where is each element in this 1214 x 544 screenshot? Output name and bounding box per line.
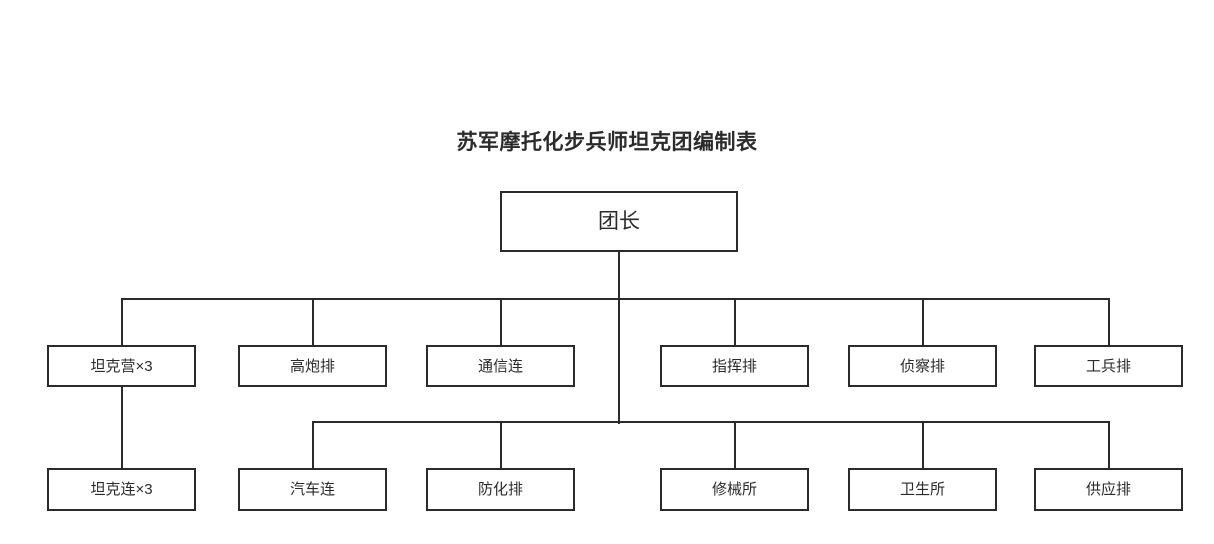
node-supply-platoon[interactable]: 供应排 bbox=[1034, 468, 1183, 511]
node-label-truck-company: 汽车连 bbox=[289, 481, 335, 498]
node-chemical-platoon[interactable]: 防化排 bbox=[426, 468, 575, 511]
node-label-engineer-platoon: 工兵排 bbox=[1085, 357, 1131, 375]
connector-bus-level2 bbox=[312, 421, 1110, 423]
node-label-repair-shop: 修械所 bbox=[711, 481, 757, 498]
connector-drop-recon-pl bbox=[922, 298, 924, 345]
connector-drop-medical bbox=[922, 421, 924, 468]
node-tank-battalion[interactable]: 坦克营×3 bbox=[47, 345, 196, 387]
connector-drop-signal-co bbox=[500, 298, 502, 345]
connector-bus-level1 bbox=[121, 298, 1110, 300]
node-label-chemical-platoon: 防化排 bbox=[477, 481, 523, 498]
page-title: 苏军摩托化步兵师坦克团编制表 bbox=[456, 131, 758, 154]
node-medical-station[interactable]: 卫生所 bbox=[848, 468, 997, 511]
connector-drop-repair bbox=[734, 421, 736, 468]
node-repair-shop[interactable]: 修械所 bbox=[660, 468, 809, 511]
connector-drop-tank-bn bbox=[121, 298, 123, 345]
node-tank-company[interactable]: 坦克连×3 bbox=[47, 468, 196, 511]
connector-drop-supply-pl bbox=[1108, 421, 1110, 468]
connector-drop-hq-pl bbox=[734, 298, 736, 345]
node-label-aa-platoon: 高炮排 bbox=[289, 357, 335, 375]
node-label-recon-platoon: 侦察排 bbox=[899, 357, 945, 375]
node-label-tank-battalion: 坦克营×3 bbox=[90, 357, 153, 375]
node-label-medical-station: 卫生所 bbox=[899, 481, 945, 498]
connector-drop-aa-pl bbox=[312, 298, 314, 345]
node-label-hq-platoon: 指挥排 bbox=[711, 357, 757, 375]
connector-drop-truck-co bbox=[312, 421, 314, 468]
node-label-root: 团长 bbox=[598, 210, 640, 233]
node-signal-company[interactable]: 通信连 bbox=[426, 345, 575, 387]
node-truck-company[interactable]: 汽车连 bbox=[238, 468, 387, 511]
node-label-supply-platoon: 供应排 bbox=[1085, 481, 1131, 498]
node-hq-platoon[interactable]: 指挥排 bbox=[660, 345, 809, 387]
node-engineer-platoon[interactable]: 工兵排 bbox=[1034, 345, 1183, 387]
node-recon-platoon[interactable]: 侦察排 bbox=[848, 345, 997, 387]
connector-tank-bn-to-tank-co bbox=[121, 387, 123, 468]
node-aa-platoon[interactable]: 高炮排 bbox=[238, 345, 387, 387]
node-root[interactable]: 团长 bbox=[500, 191, 738, 252]
connector-drop-chem-pl bbox=[500, 421, 502, 468]
connector-drop-eng-pl bbox=[1108, 298, 1110, 345]
node-label-tank-company: 坦克连×3 bbox=[90, 481, 153, 498]
connector-root-trunk bbox=[618, 252, 620, 424]
node-label-signal-company: 通信连 bbox=[477, 357, 523, 375]
